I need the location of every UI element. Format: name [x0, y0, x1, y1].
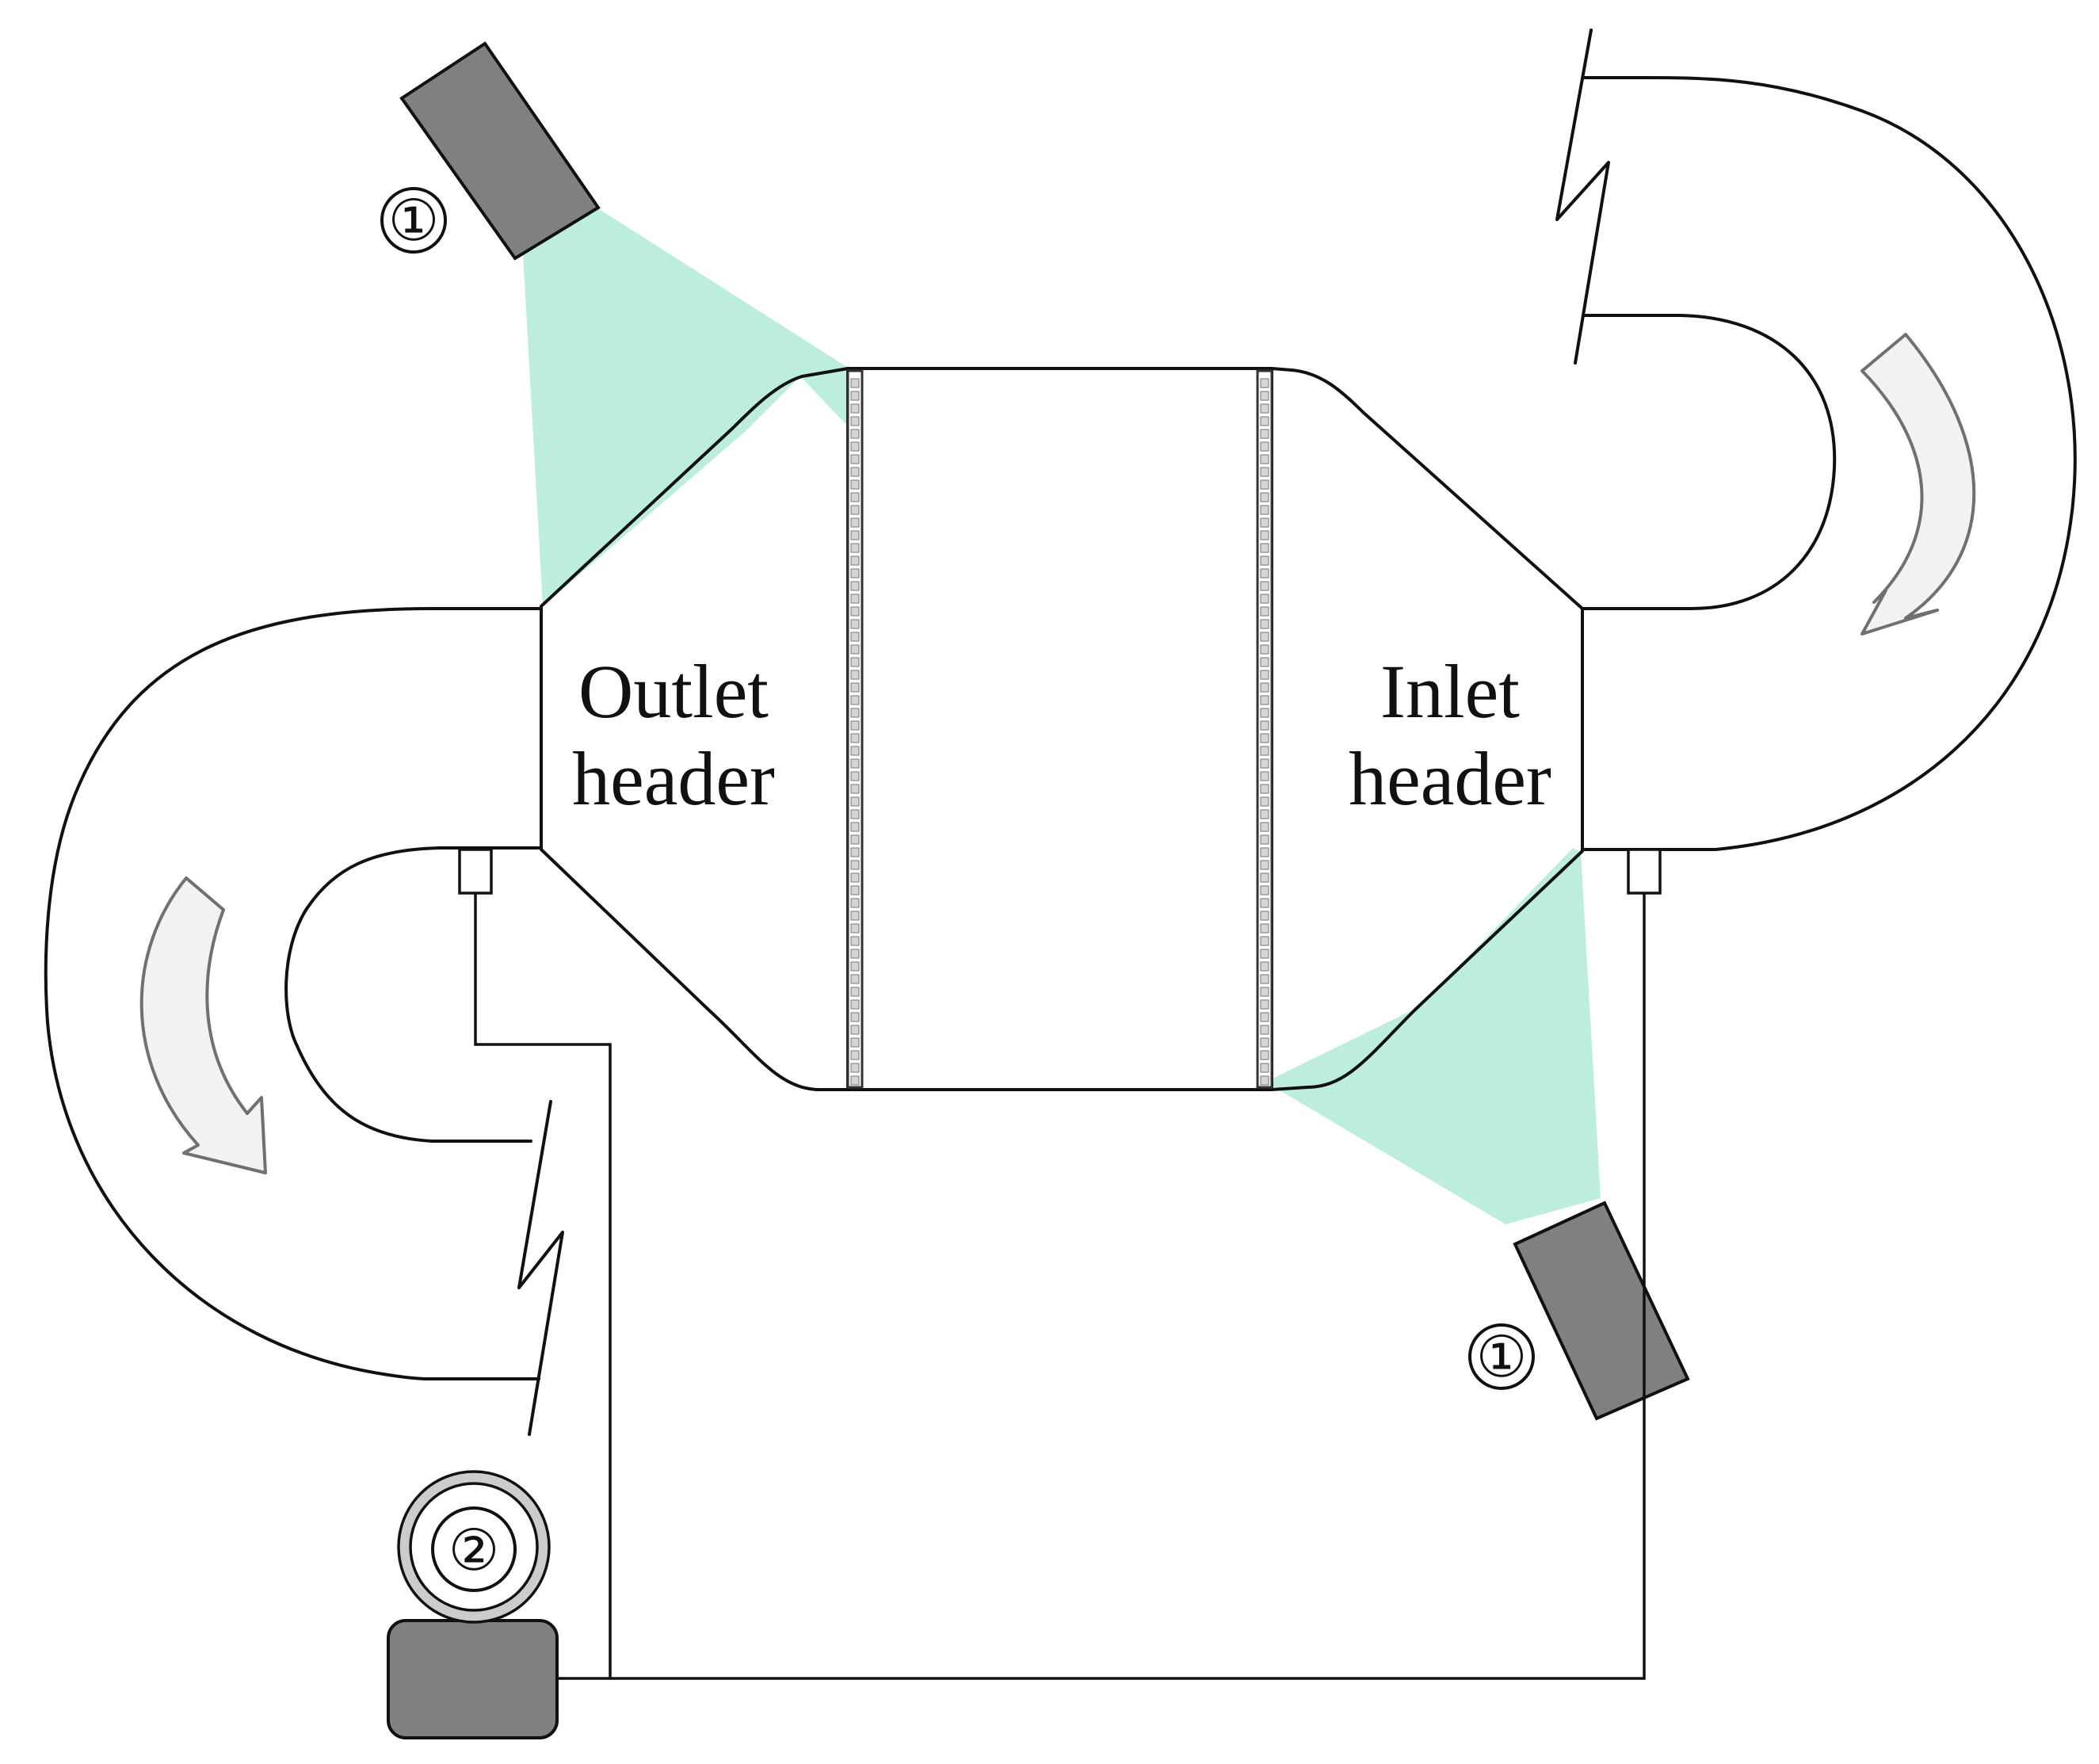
pressure-line-right — [610, 893, 1646, 1680]
svg-text:①: ① — [1476, 1326, 1528, 1389]
tube-sheet-left — [846, 369, 864, 1089]
sensor-marker: ② — [448, 1519, 500, 1583]
inlet-header-label: Inlet — [1380, 649, 1520, 734]
pipe-break-icon — [517, 1100, 564, 1436]
outlet-header-label: header — [572, 736, 775, 821]
pressure-sensor-icon: ② — [387, 1470, 559, 1739]
inlet-u-pipe — [1581, 76, 2077, 851]
camera-view-field-bottom — [1272, 848, 1601, 1224]
exchanger-core — [846, 367, 1273, 1091]
camera-icon — [399, 41, 601, 261]
outlet-header-label: Outlet — [578, 649, 769, 734]
pipe-break-icon — [1555, 29, 1610, 365]
inlet-header — [1270, 367, 1584, 1091]
camera-view-field-top — [523, 206, 849, 606]
outlet-u-pipe — [44, 607, 543, 1380]
tube-sheet-right — [1256, 369, 1273, 1089]
outlet-header — [540, 367, 849, 1091]
camera-icon — [1513, 1201, 1690, 1421]
camera-marker-top: ① — [380, 187, 447, 254]
inlet-header-label: header — [1349, 736, 1551, 821]
pressure-tap-left — [458, 848, 493, 895]
curved-arrow-icon — [139, 876, 267, 1174]
pressure-tap-right — [1627, 848, 1662, 895]
pressure-line-left — [474, 893, 612, 1680]
svg-text:①: ① — [388, 189, 440, 253]
camera-marker-bottom: ① — [1468, 1323, 1535, 1390]
curved-arrow-icon — [1860, 333, 1976, 636]
